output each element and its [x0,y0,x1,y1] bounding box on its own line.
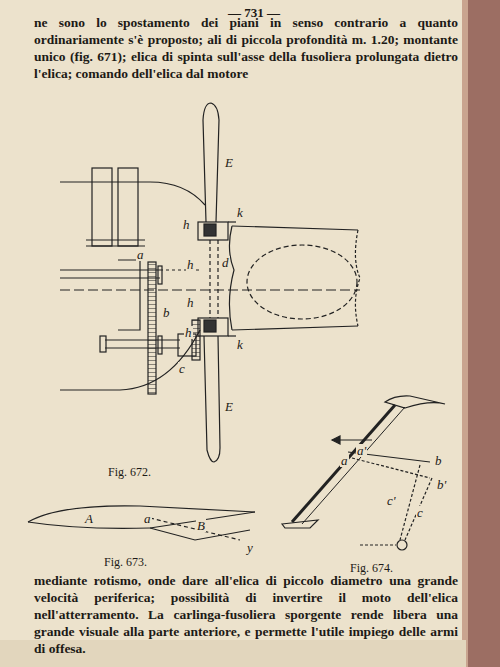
part-letter: a [340,454,349,467]
part-letter: E [224,400,234,413]
part-letter: a [136,248,145,261]
figure-caption: Fig. 672. [108,466,151,478]
part-letter: d [221,256,230,269]
body-text: ne sono lo spostamento dei piani in sens… [34,14,458,82]
part-letter: c' [386,494,397,507]
part-letter: b [434,454,443,467]
part-letter: E [224,156,234,169]
figure-caption: Fig. 674. [350,562,393,574]
body-text: mediante rotismo, onde dare all'elica di… [34,572,458,657]
part-letter: k [236,338,244,351]
part-letter: B [196,519,206,532]
part-letter: A [84,512,94,525]
part-letter: c [178,362,186,375]
part-letter: h [182,218,191,231]
part-letter: h [186,258,195,271]
part-letter: k [236,206,244,219]
part-letter: h [186,296,195,309]
part-letter: y [246,541,254,554]
figure-caption: Fig. 673. [104,556,147,568]
part-letter: c [416,506,424,519]
part-letter: b [162,306,171,319]
part-letter: b' [436,478,447,491]
part-letter: a [143,512,152,525]
part-letter: a' [356,444,367,457]
part-letter: h [184,326,193,339]
